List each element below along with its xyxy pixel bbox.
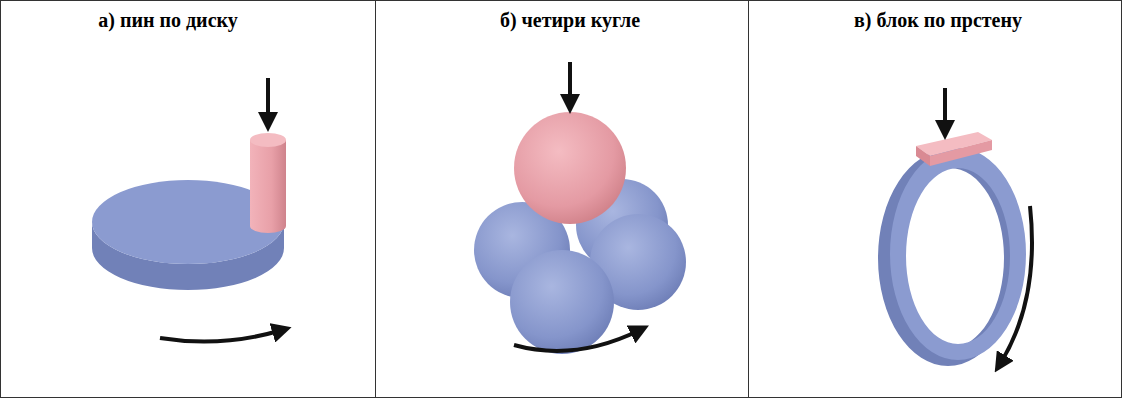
four-balls <box>474 62 686 354</box>
panel-heading: б) четири кугле <box>500 8 640 32</box>
pin-on-disk <box>92 78 286 342</box>
block-on-ring <box>878 88 1032 366</box>
panel-heading: в) блок по прстену <box>854 8 1022 32</box>
panel-heading: а) пин по диску <box>98 8 238 32</box>
